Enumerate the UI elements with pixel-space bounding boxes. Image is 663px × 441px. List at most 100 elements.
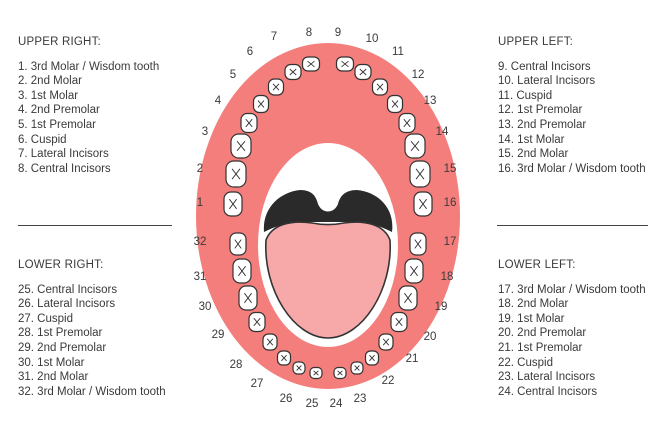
list-item: 15. 2nd Molar	[498, 148, 569, 161]
list-item: 1. 3rd Molar / Wisdom tooth	[18, 60, 160, 73]
teeth-group	[223, 56, 433, 380]
list-item: 3. 1st Molar	[18, 89, 79, 102]
list-item: 23. Lateral Incisors	[498, 371, 596, 384]
tooth-groove	[354, 365, 360, 371]
upper-left-legend: UPPER LEFT: 9. Central Incisors 10. Late…	[498, 35, 646, 176]
list-item: 26. Lateral Incisors	[18, 298, 116, 311]
tooth-groove	[376, 83, 384, 91]
list-item: 31. 2nd Molar	[18, 371, 89, 384]
tooth-groove	[238, 265, 246, 277]
tooth-number-8: 8	[306, 27, 312, 39]
list-item: 19. 1st Molar	[498, 312, 565, 325]
tooth-groove	[359, 68, 367, 76]
lower-right-title: LOWER RIGHT:	[18, 259, 104, 271]
list-item: 16. 3rd Molar / Wisdom tooth	[498, 162, 646, 175]
tooth-groove	[341, 60, 349, 68]
list-item: 29. 2nd Premolar	[18, 341, 107, 354]
tooth-groove	[403, 118, 411, 128]
tooth-number-24: 24	[330, 398, 343, 410]
tooth-number-23: 23	[354, 393, 367, 405]
list-item: 32. 3rd Molar / Wisdom tooth	[18, 385, 166, 398]
tooth-groove	[281, 354, 287, 362]
lower-left-title: LOWER LEFT:	[498, 259, 576, 271]
list-item: 14. 1st Molar	[498, 133, 565, 146]
tooth-number-31: 31	[194, 271, 207, 283]
list-item: 27. Cuspid	[18, 312, 73, 325]
tooth-groove	[404, 292, 412, 304]
tooth-groove	[244, 292, 252, 304]
list-item: 12. 1st Premolar	[498, 104, 583, 117]
divider-right	[497, 225, 648, 226]
tooth-groove	[245, 118, 253, 128]
upper-right-legend: UPPER RIGHT: 1. 3rd Molar / Wisdom tooth…	[18, 35, 159, 176]
tooth-number-9: 9	[335, 27, 341, 39]
tooth-number-1: 1	[197, 197, 203, 209]
tooth-number-20: 20	[424, 331, 437, 343]
list-item: 25. Central Incisors	[18, 283, 118, 296]
tooth-groove	[257, 100, 265, 108]
upper-right-list: 1. 3rd Molar / Wisdom tooth 2. 2nd Molar…	[18, 60, 159, 177]
tooth-groove	[296, 365, 302, 371]
list-item: 18. 2nd Molar	[498, 298, 569, 311]
tooth-number-15: 15	[444, 163, 457, 175]
list-item: 2. 2nd Molar	[18, 75, 82, 88]
tooth-number-12: 12	[412, 69, 425, 81]
upper-left-title: UPPER LEFT:	[498, 36, 574, 48]
list-item: 28. 1st Premolar	[18, 327, 103, 340]
list-item: 21. 1st Premolar	[498, 341, 583, 354]
tooth-number-16: 16	[444, 197, 457, 209]
lower-right-legend: LOWER RIGHT: 25. Central Incisors 26. La…	[18, 258, 166, 399]
tooth-number-10: 10	[366, 33, 379, 45]
tooth-groove	[289, 68, 297, 76]
tooth-number-7: 7	[271, 31, 277, 43]
tooth-number-2: 2	[197, 163, 203, 175]
upper-left-list: 9. Central Incisors 10. Lateral Incisors…	[498, 60, 646, 177]
tooth-number-22: 22	[382, 375, 395, 387]
tooth-number-5: 5	[230, 69, 236, 81]
list-item: 17. 3rd Molar / Wisdom tooth	[498, 283, 646, 296]
tooth-number-11: 11	[392, 46, 404, 58]
tooth-number-32: 32	[194, 236, 207, 248]
tooth-number-19: 19	[435, 301, 448, 313]
tongue	[265, 221, 391, 339]
list-item: 8. Central Incisors	[18, 162, 111, 175]
tooth-groove	[395, 317, 403, 327]
tooth-groove	[236, 140, 246, 152]
tooth-number-18: 18	[441, 271, 454, 283]
lower-right-list: 25. Central Incisors 26. Lateral Incisor…	[18, 283, 166, 400]
divider-left	[18, 225, 172, 226]
tooth-groove	[391, 100, 399, 108]
list-item: 24. Central Incisors	[498, 385, 598, 398]
list-item: 10. Lateral Incisors	[498, 75, 596, 88]
list-item: 5. 1st Premolar	[18, 118, 96, 131]
tooth-number-4: 4	[215, 95, 222, 107]
list-item: 11. Cuspid	[498, 89, 553, 102]
list-item: 13. 2nd Premolar	[498, 118, 587, 131]
tooth-groove	[414, 239, 422, 249]
list-item: 22. Cuspid	[498, 356, 553, 369]
tooth-number-6: 6	[247, 46, 253, 58]
tooth-groove	[410, 140, 420, 152]
list-item: 9. Central Incisors	[498, 60, 591, 73]
list-item: 7. Lateral Incisors	[18, 148, 109, 161]
list-item: 4. 2nd Premolar	[18, 104, 100, 117]
list-item: 30. 1st Molar	[18, 356, 85, 369]
upper-right-title: UPPER RIGHT:	[18, 36, 101, 48]
tooth-number-30: 30	[199, 301, 212, 313]
tooth-number-13: 13	[424, 95, 437, 107]
tooth-groove	[415, 168, 425, 180]
tooth-number-17: 17	[444, 236, 457, 248]
tooth-groove	[410, 265, 418, 277]
tooth-number-14: 14	[436, 126, 449, 138]
list-item: 6. Cuspid	[18, 133, 67, 146]
tooth-groove	[253, 317, 261, 327]
tooth-groove	[337, 370, 343, 376]
tooth-groove	[234, 239, 242, 249]
lower-left-list: 17. 3rd Molar / Wisdom tooth 18. 2nd Mol…	[498, 283, 646, 400]
tooth-groove	[419, 198, 427, 210]
tooth-groove	[382, 338, 390, 346]
tooth-groove	[231, 168, 241, 180]
tooth-groove	[272, 83, 280, 91]
tooth-groove	[307, 60, 315, 68]
